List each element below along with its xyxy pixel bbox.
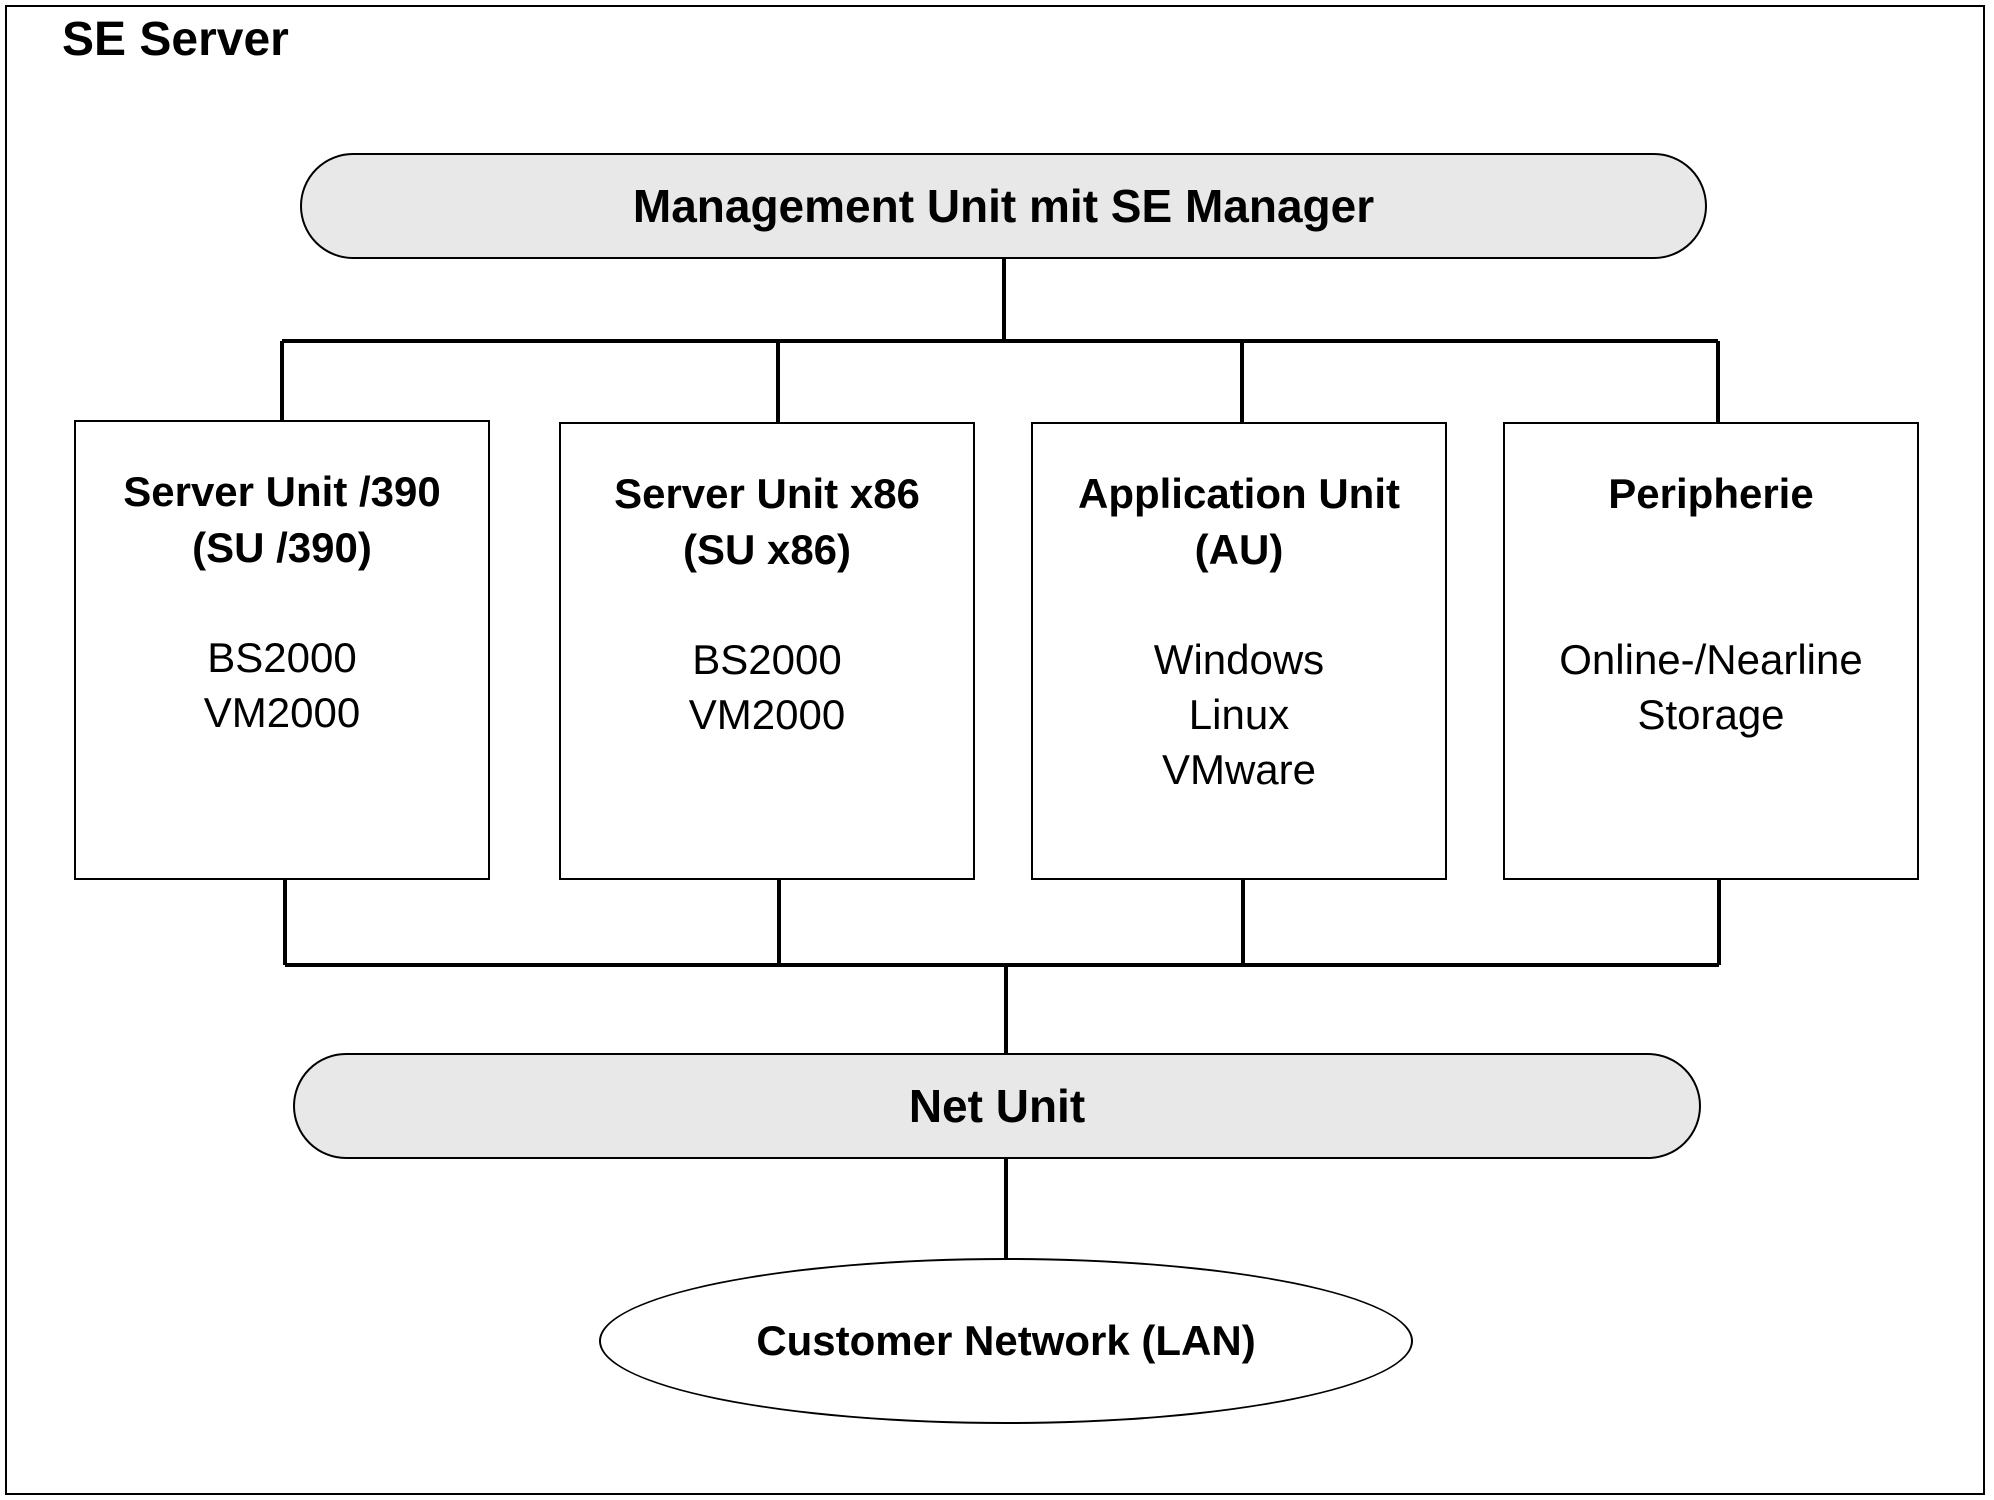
unit-item: Storage — [1637, 691, 1785, 738]
unit-item: Linux — [1188, 691, 1290, 738]
unit-title: Server Unit /390 — [123, 468, 441, 515]
unit-item: VM2000 — [688, 691, 846, 738]
unit-title: Application Unit — [1078, 470, 1400, 517]
unit-item: BS2000 — [207, 634, 357, 681]
unit-server-390: Server Unit /390 (SU /390) BS2000 VM2000 — [74, 420, 490, 880]
unit-item: Online-/Nearline — [1559, 636, 1863, 683]
se-server-frame — [5, 5, 1985, 1495]
unit-peripherie: Peripherie Online-/Nearline Storage — [1503, 422, 1919, 880]
unit-title: Server Unit x86 — [614, 470, 920, 517]
unit-items: BS2000 VM2000 — [76, 630, 488, 740]
unit-items: Online-/Nearline Storage — [1505, 632, 1917, 742]
customer-network-label: Customer Network (LAN) — [756, 1317, 1256, 1364]
unit-item: BS2000 — [692, 636, 842, 683]
unit-title: Peripherie — [1608, 470, 1814, 517]
unit-server-x86: Server Unit x86 (SU x86) BS2000 VM2000 — [559, 422, 975, 880]
unit-subtitle: (SU x86) — [682, 526, 852, 573]
net-unit: Net Unit — [293, 1053, 1701, 1159]
unit-subtitle — [1505, 522, 1917, 578]
unit-items: Windows Linux VMware — [1033, 632, 1445, 797]
unit-subtitle: (SU /390) — [192, 524, 372, 571]
unit-item: Windows — [1153, 636, 1325, 683]
management-unit-label: Management Unit mit SE Manager — [632, 180, 1375, 232]
unit-application: Application Unit (AU) Windows Linux VMwa… — [1031, 422, 1447, 880]
diagram-title: SE Server — [62, 13, 289, 66]
customer-network: Customer Network (LAN) — [599, 1258, 1413, 1424]
management-unit: Management Unit mit SE Manager — [300, 153, 1707, 259]
unit-items: BS2000 VM2000 — [561, 632, 973, 742]
unit-item: VM2000 — [203, 689, 361, 736]
unit-item: VMware — [1161, 746, 1317, 793]
unit-subtitle: (AU) — [1194, 526, 1284, 573]
net-unit-label: Net Unit — [908, 1080, 1086, 1132]
